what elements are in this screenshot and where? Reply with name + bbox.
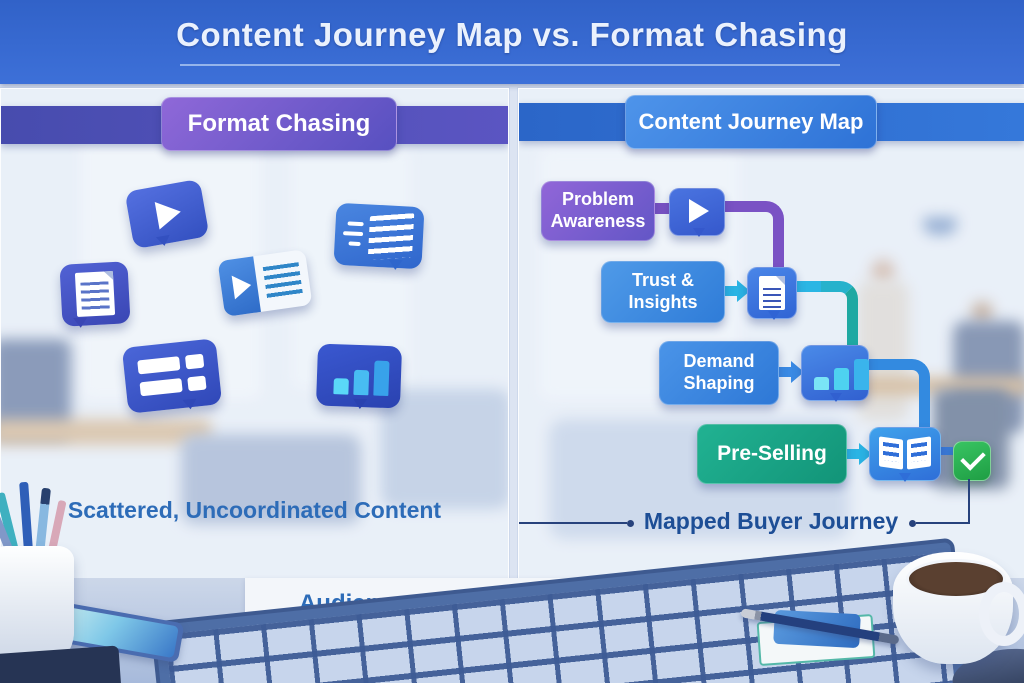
play-icon bbox=[154, 197, 184, 230]
document-icon bbox=[747, 267, 797, 320]
background-wash bbox=[519, 89, 1024, 579]
bar bbox=[854, 359, 869, 390]
journey-dot bbox=[909, 520, 916, 527]
bar-chart-icon bbox=[801, 345, 869, 402]
connector-teal-elbow bbox=[821, 281, 858, 358]
dash bbox=[348, 241, 361, 247]
background-blur-shape bbox=[923, 217, 957, 235]
connector-blue bbox=[777, 367, 791, 377]
list-square bbox=[187, 375, 207, 392]
step-label-line: Trust & bbox=[631, 270, 694, 291]
title-banner: Content Journey Map vs. Format Chasing bbox=[0, 0, 1024, 84]
page-title: Content Journey Map vs. Format Chasing bbox=[176, 16, 848, 53]
journey-dot bbox=[627, 520, 634, 527]
step-label-line: Shaping bbox=[683, 373, 755, 393]
bar bbox=[353, 369, 370, 396]
dash bbox=[347, 221, 364, 227]
book-page-right bbox=[907, 436, 931, 470]
content-journey-map-panel: Content Journey Map Problem Awareness Tr… bbox=[518, 88, 1024, 580]
connector-purple-elbow bbox=[721, 201, 784, 288]
chart-bars bbox=[333, 358, 390, 397]
mug-handle bbox=[979, 582, 1024, 646]
article-book-bubble-icon bbox=[333, 202, 425, 270]
coffee-mug bbox=[893, 552, 1024, 664]
connector-blue-elbow bbox=[867, 359, 930, 440]
step-problem-awareness: Problem Awareness bbox=[541, 181, 655, 241]
video-thumb bbox=[217, 256, 261, 317]
step-label-line: Problem bbox=[561, 189, 635, 210]
chart-bars bbox=[814, 358, 869, 390]
document-bubble-icon bbox=[59, 261, 131, 327]
journey-line-vertical bbox=[968, 479, 970, 524]
page-fold bbox=[103, 271, 114, 281]
connector-cyan bbox=[723, 286, 737, 296]
background-blur-shape bbox=[971, 301, 993, 325]
step-label-line: Insights bbox=[628, 292, 698, 312]
background-blur-shape bbox=[381, 389, 508, 509]
text-lines bbox=[763, 288, 781, 308]
page-fold bbox=[776, 276, 785, 285]
step-demand-shaping: Demand Shaping bbox=[659, 341, 779, 405]
bar bbox=[834, 368, 849, 390]
connector-cyan bbox=[845, 449, 859, 459]
text-lines bbox=[262, 262, 304, 300]
connector-purple bbox=[649, 203, 673, 214]
checkmark-icon bbox=[953, 441, 991, 481]
step-label-line: Demand bbox=[683, 351, 755, 372]
play-icon bbox=[689, 199, 709, 223]
format-chasing-label: Format Chasing bbox=[161, 97, 397, 151]
pen-cup bbox=[0, 546, 74, 666]
dash bbox=[342, 231, 364, 237]
step-trust-insights: Trust & Insights bbox=[601, 261, 725, 323]
journey-line-left bbox=[519, 522, 627, 524]
step-pre-selling: Pre-Selling bbox=[697, 424, 847, 484]
journey-line-right bbox=[916, 522, 969, 524]
left-panel-caption: Scattered, Uncoordinated Content bbox=[67, 497, 442, 523]
bar bbox=[373, 360, 390, 397]
text-lines bbox=[911, 441, 927, 463]
content-journey-map-label: Content Journey Map bbox=[625, 95, 877, 149]
bar bbox=[333, 378, 349, 395]
open-book-icon bbox=[869, 427, 941, 482]
title-underline bbox=[180, 64, 840, 66]
bar bbox=[814, 377, 829, 390]
text-lines bbox=[883, 441, 899, 463]
play-icon bbox=[231, 273, 253, 300]
background-blur-shape bbox=[871, 259, 895, 285]
book-lines bbox=[367, 213, 415, 261]
connector-blue bbox=[939, 447, 953, 455]
book-page-left bbox=[879, 436, 903, 470]
check-glyph bbox=[960, 445, 986, 471]
arrowhead bbox=[859, 443, 872, 465]
list-bar bbox=[137, 356, 181, 375]
document-page bbox=[759, 276, 785, 310]
right-panel-caption: Mapped Buyer Journey bbox=[643, 508, 899, 534]
arrowhead bbox=[791, 361, 804, 383]
list-grid-bubble-icon bbox=[121, 338, 223, 414]
step-label-line: Pre-Selling bbox=[717, 442, 827, 466]
step-label-line: Awareness bbox=[550, 211, 646, 231]
connector-cyan bbox=[795, 281, 831, 292]
list-square bbox=[184, 353, 205, 370]
document-page bbox=[74, 271, 116, 317]
background-blur-shape bbox=[181, 434, 361, 524]
text-lines bbox=[80, 281, 110, 311]
format-chasing-panel: Format Chasing Scatte bbox=[0, 88, 509, 580]
arrowhead bbox=[737, 280, 750, 302]
video-play-icon bbox=[669, 188, 725, 237]
list-bar bbox=[139, 378, 183, 397]
background-blur-shape bbox=[1, 419, 211, 445]
bar-chart-bubble-icon bbox=[315, 343, 403, 409]
